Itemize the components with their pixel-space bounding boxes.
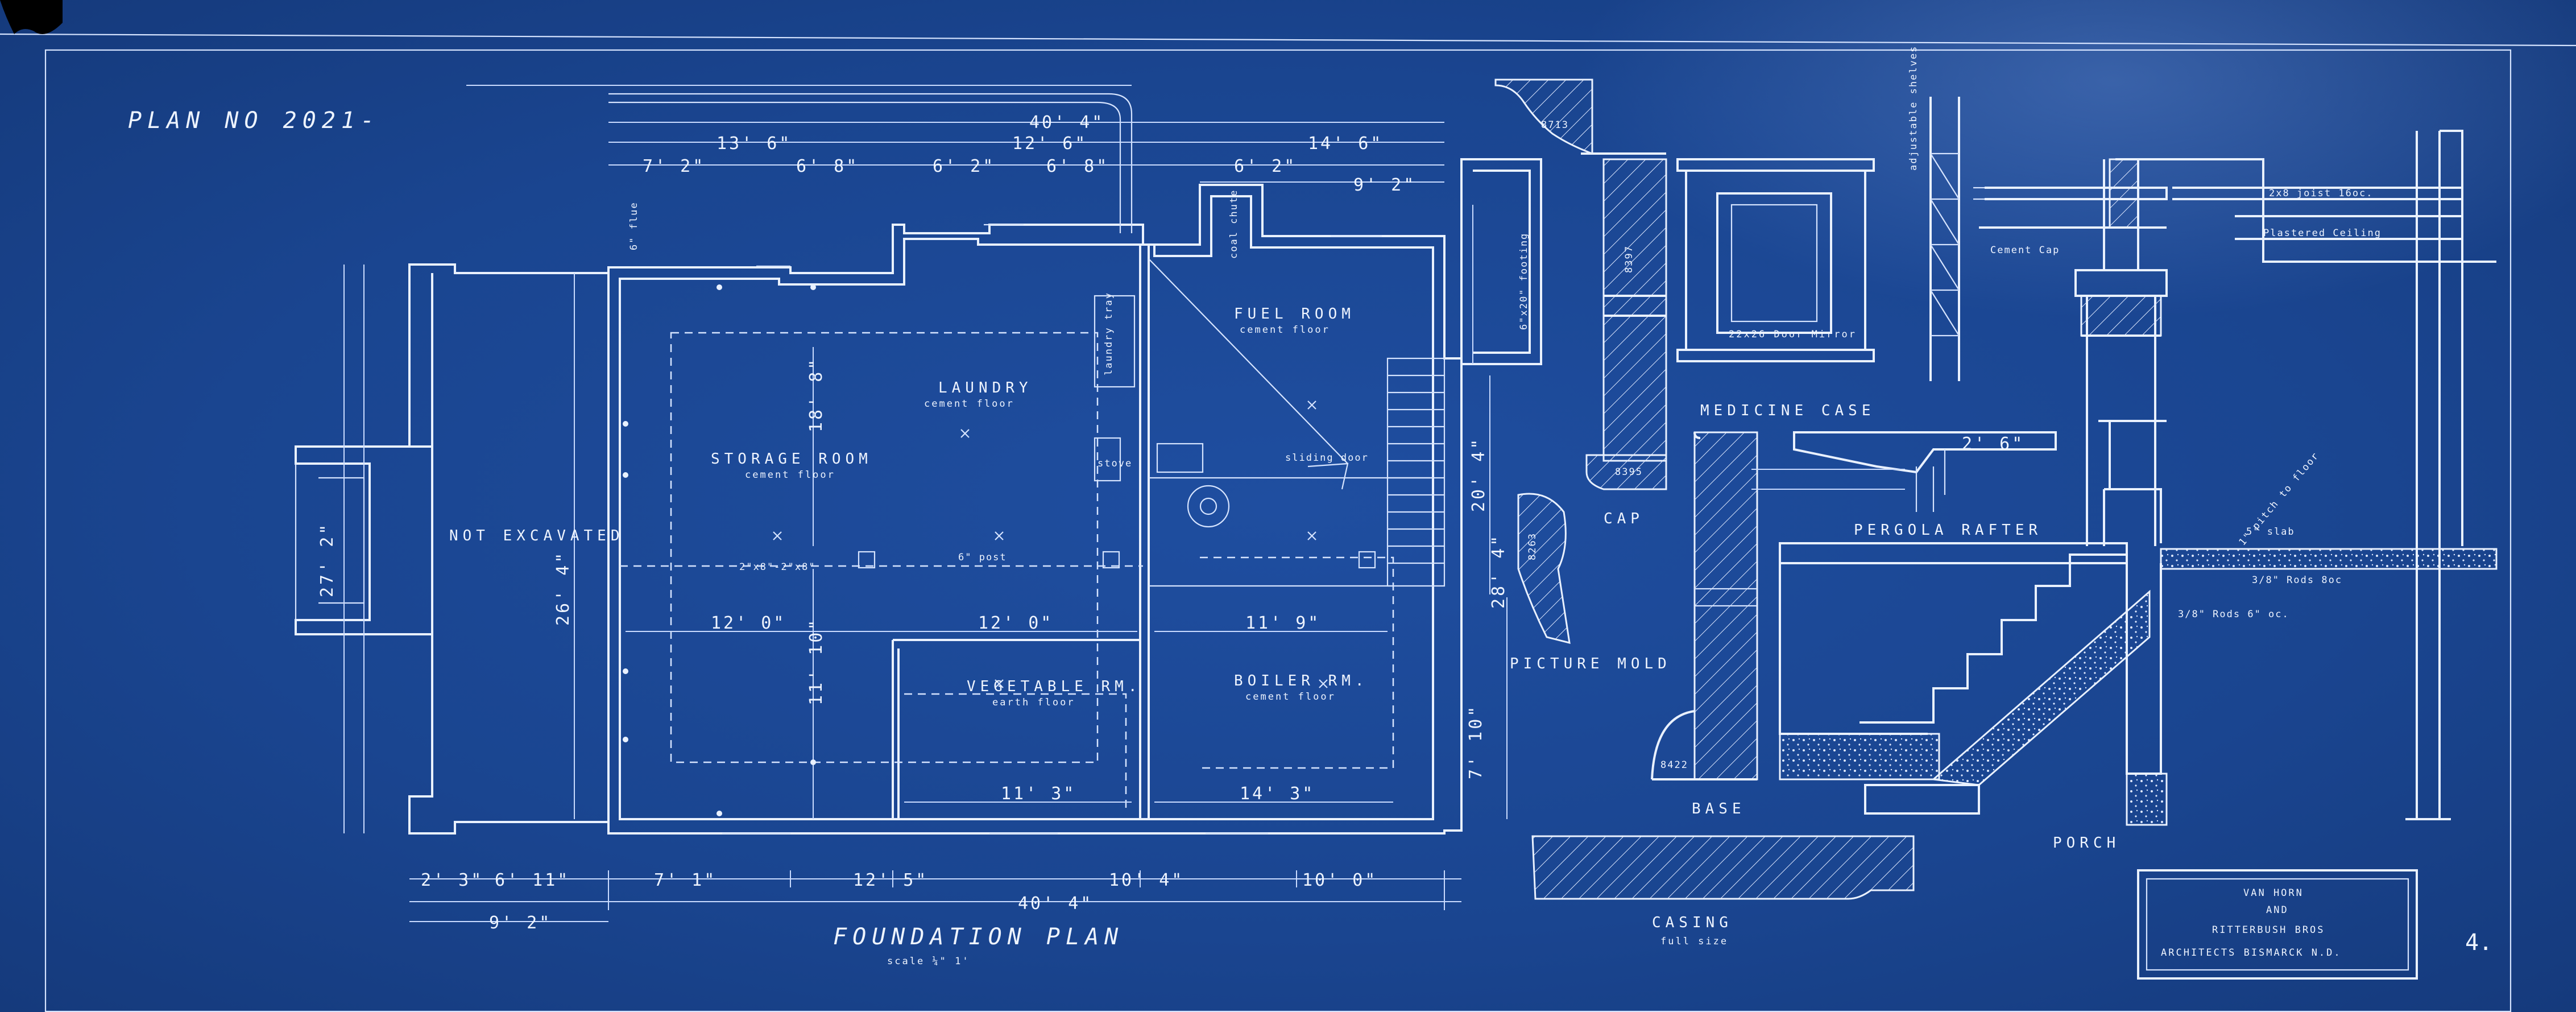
dim-interior-3: 11' 9" [1245, 613, 1320, 633]
note-footing: 6"x20" footing [1518, 233, 1530, 330]
dim-bottom-6: 10' 0" [1302, 870, 1377, 890]
label-casing: CASING [1652, 914, 1733, 931]
picture-mold-detail [1517, 493, 1571, 645]
room-fuel-floor: cement floor [1240, 324, 1330, 336]
foundation-plan [295, 85, 1542, 922]
room-storage-floor: cement floor [745, 469, 835, 481]
cap-detail [1494, 79, 1593, 155]
medicine-case-detail [1676, 158, 1875, 362]
room-vegetable-floor: earth floor [992, 697, 1075, 708]
dim-bottom-overall: 40' 4" [1018, 894, 1093, 914]
dim-interior-1: 12' 0" [711, 613, 786, 633]
note-flue: 6" flue [628, 201, 640, 250]
room-laundry: LAUNDRY [938, 379, 1033, 396]
dim-top-6: 9' 2" [1353, 175, 1416, 195]
note-8713: 8713 [1541, 119, 1569, 131]
room-vegetable: VEGETABLE RM. [967, 678, 1142, 695]
dim-bottom-3: 7' 1" [654, 870, 717, 890]
room-fuel: FUEL ROOM [1234, 305, 1355, 323]
room-boiler-floor: cement floor [1245, 691, 1336, 703]
note-coal-chute: coal chute [1228, 189, 1240, 259]
dim-left-26: 26' 4" [553, 551, 573, 626]
dim-bottom-2: 6' 11" [495, 870, 570, 890]
casing-detail [1531, 835, 1915, 900]
base-detail [1651, 431, 1758, 780]
dim-pergola: 2' 6" [1962, 434, 2024, 454]
dim-interior-2: 12' 0" [978, 613, 1053, 633]
dim-side-10: 7' 10" [1466, 704, 1486, 779]
dim-side-20: 20' 4" [1469, 437, 1489, 512]
architect-line4: ARCHITECTS BISMARCK N.D. [2161, 947, 2342, 959]
label-pergola-rafter: PERGOLA RAFTER [1854, 522, 2042, 539]
note-post: 6" post [958, 552, 1007, 563]
dim-bottom-1: 2' 3" [421, 870, 483, 890]
dim-top-b: 12' 6" [1012, 134, 1087, 154]
dim-storage-v2: 11' 10" [806, 618, 826, 705]
dim-interior-5: 14' 3" [1240, 784, 1315, 804]
note-8263: 8263 [1527, 532, 1538, 560]
stair [1386, 357, 1446, 587]
note-sliding-door: sliding door [1285, 452, 1369, 464]
dim-top-5: 6' 2" [1234, 156, 1297, 176]
architect-line3: RITTERBUSH BROS [2212, 924, 2325, 936]
sheet-border [44, 49, 2512, 1012]
dim-top-3: 6' 2" [933, 156, 995, 176]
dim-side-28: 28' 4" [1489, 534, 1509, 609]
porch-section [1779, 130, 2498, 826]
plan-number: PLAN NO 2021- [128, 108, 380, 134]
dim-top-a: 13' 6" [717, 134, 792, 154]
dim-bottom-4: 12' 5" [853, 870, 928, 890]
dim-interior-4: 11' 3" [1001, 784, 1076, 804]
room-laundry-floor: cement floor [924, 398, 1014, 410]
architect-line2: AND [2266, 904, 2289, 916]
note-ceiling: Plastered Ceiling [2263, 228, 2382, 239]
dim-bottom-5: 10' 4" [1109, 870, 1184, 890]
plan-scale: scale ¼" 1' [887, 956, 970, 967]
note-rods-1: 3/8" Rods 8oc [2252, 575, 2342, 586]
note-slab: 5" slab [2246, 526, 2295, 538]
ceiling-outlets [773, 400, 1328, 688]
shelf-section [1929, 97, 2013, 381]
label-base: BASE [1692, 800, 1746, 817]
note-shelves: adjustable shelves [1908, 46, 1919, 171]
page-number: 4. [2465, 930, 2492, 956]
note-beam: 2"x8"-2"x8" [739, 561, 816, 573]
dim-top-4: 6' 8" [1046, 156, 1109, 176]
dim-left-27: 27' 2" [317, 522, 337, 597]
note-8422: 8422 [1660, 759, 1688, 771]
label-porch: PORCH [2053, 835, 2120, 852]
torn-corner [0, 0, 63, 34]
pergola-rafter-detail [1751, 431, 2057, 512]
label-picture-mold: PICTURE MOLD [1510, 655, 1671, 672]
dim-bottom-left: 9' 2" [489, 913, 552, 933]
note-8395: 8395 [1615, 466, 1643, 478]
label-casing-scale: full size [1660, 936, 1728, 947]
dim-top-2: 6' 8" [796, 156, 859, 176]
architect-line1: VAN HORN [2243, 887, 2304, 899]
room-storage: STORAGE ROOM [711, 451, 872, 468]
note-8397: 8397 [1624, 245, 1635, 273]
note-joist: 2x8 joist 16oc. [2269, 188, 2374, 199]
dim-storage-v1: 18' 8" [806, 357, 826, 432]
note-rods-2: 3/8" Rods 6" oc. [2178, 609, 2289, 620]
plan-title: FOUNDATION PLAN [833, 924, 1124, 950]
dim-top-c: 14' 6" [1308, 134, 1383, 154]
label-cap: CAP [1604, 510, 1644, 527]
wall-section [1602, 158, 1667, 462]
label-medicine-case: MEDICINE CASE [1700, 402, 1875, 419]
dim-top-1: 7' 2" [643, 156, 705, 176]
note-stove: stove [1098, 458, 1132, 469]
dim-top-overall: 40' 4" [1029, 113, 1104, 133]
room-boiler: BOILER RM. [1234, 672, 1369, 689]
room-not-excavated: NOT EXCAVATED [449, 527, 624, 544]
architect-block [2137, 869, 2418, 980]
note-cement-cap: Cement Cap [1990, 245, 2060, 256]
note-mirror: 22x26 Door Mirror [1729, 329, 1857, 340]
note-laundry-tray: laundry tray [1103, 292, 1115, 375]
